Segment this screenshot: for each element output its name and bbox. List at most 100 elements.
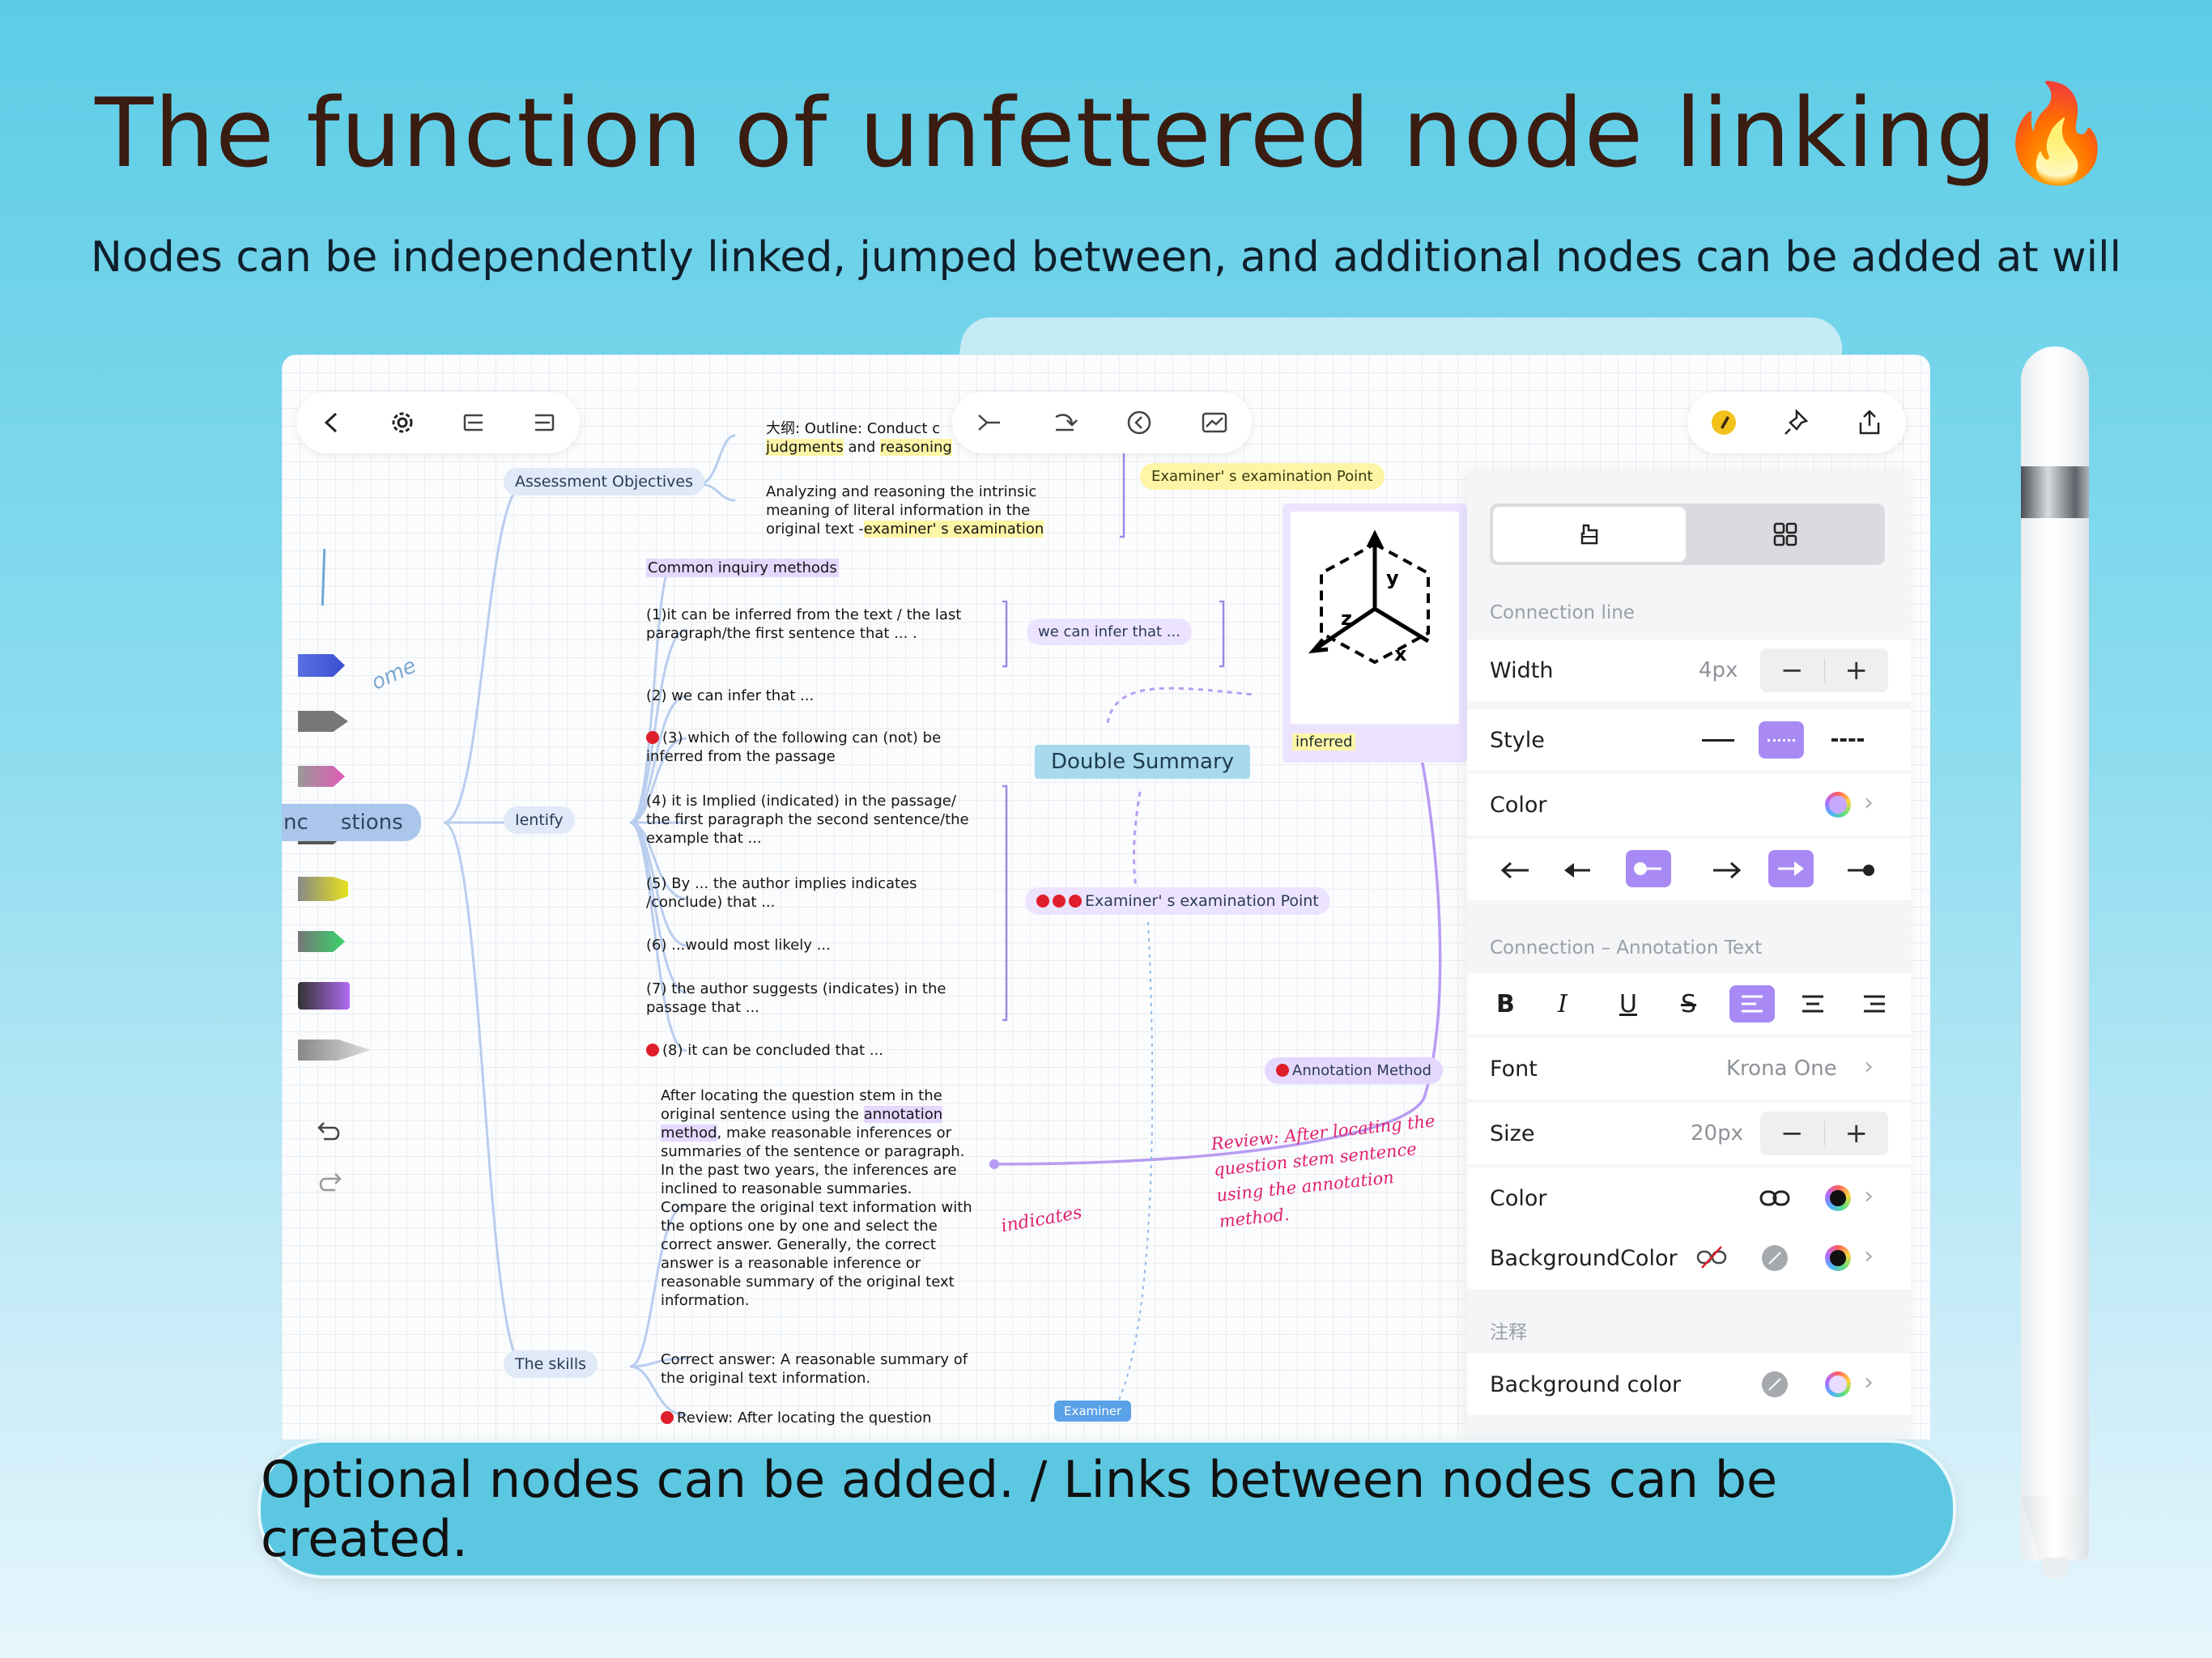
dashed-line-option[interactable] [1759,721,1804,759]
node-common-inquiry[interactable]: Common inquiry methods [646,559,839,577]
inquiry-item-7[interactable]: (7) the author suggests (indicates) in t… [646,980,946,1016]
plus-icon[interactable]: + [1844,1117,1869,1150]
style-label: Style [1490,727,1545,753]
pink-pen-tool[interactable] [298,766,345,787]
color-wheel-icon[interactable] [1825,1371,1851,1397]
inquiry-item-1[interactable]: (1)it can be inferred from the text / th… [646,606,962,642]
chevron-right-icon[interactable]: › [1864,789,1874,817]
yellow-highlighter-tool[interactable] [298,877,348,901]
node-link-icon[interactable] [961,394,1018,451]
image-chart-icon[interactable] [1186,394,1243,451]
row-width: Width 4px −+ [1467,640,1911,701]
arrow-left-solid-icon[interactable] [1561,858,1593,888]
minus-icon[interactable]: − [1780,654,1804,687]
back-icon[interactable] [304,394,360,451]
align-center-icon[interactable] [1801,994,1825,1019]
arrow-left-line-icon[interactable] [1499,858,1532,888]
inferred-label: inferred [1292,733,1356,750]
dotted-line-icon [1767,738,1795,742]
pencil-badge-icon[interactable] [1695,394,1752,451]
chevron-right-icon[interactable]: › [1864,1242,1874,1270]
arrow-right-solid-option[interactable] [1768,850,1814,887]
branch-lines [443,434,1442,1417]
node-assessment-objectives[interactable]: Assessment Objectives [504,468,705,495]
align-left-option[interactable] [1729,985,1775,1022]
correct-answer-text[interactable]: Correct answer: A reasonable summary of … [661,1351,968,1387]
review-line-text[interactable]: Review: After locating the question [661,1409,932,1427]
settings-icon[interactable] [374,394,431,451]
align-right-icon[interactable] [1862,994,1887,1019]
inquiry-item-2[interactable]: (2) we can infer that ... [646,687,815,704]
fineliner-tool[interactable] [298,711,348,732]
inquiry-item-8[interactable]: (8) it can be concluded that ... [646,1041,883,1060]
unlink-icon[interactable] [1695,1245,1728,1275]
node-double-summary[interactable]: Double Summary [1035,745,1251,779]
root-node-label-a: nc [283,810,308,835]
node-examiner-point-mid[interactable]: Examiner' s examination Point [1025,887,1330,915]
annotation-method-text: Annotation Method [1292,1062,1431,1079]
back-circle-icon[interactable] [1111,394,1168,451]
tab-style[interactable] [1493,507,1686,562]
dot-end-icon[interactable] [1844,858,1877,888]
long-dash-option[interactable] [1831,738,1864,742]
inquiry-item-6[interactable]: (6) ...would most likely ... [646,937,831,954]
node-identify[interactable]: Ientify [504,806,575,834]
eraser-tool[interactable] [298,982,350,1010]
solid-line-option[interactable] [1702,739,1734,742]
green-pen-tool[interactable] [298,931,345,952]
connection-settings-panel: Connection line Width 4px −+ Style Color… [1467,471,1911,1439]
canvas-redo-icon[interactable] [316,1171,343,1198]
chevron-right-icon[interactable]: › [1864,1182,1874,1210]
node-examiner-small[interactable]: Examiner [1054,1401,1132,1422]
node-examiner-point-top[interactable]: Examiner' s examination Point [1140,463,1385,490]
row-font[interactable]: Font Krona One › [1467,1038,1911,1099]
color-wheel-icon[interactable] [1825,1245,1851,1271]
skills-text[interactable]: After locating the question stem in the … [661,1086,978,1310]
undo-layout-icon[interactable] [445,394,502,451]
color-wheel-icon[interactable] [1825,792,1851,818]
bg-color-label: BackgroundColor [1490,1245,1678,1271]
chevron-right-icon[interactable]: › [1864,1368,1874,1397]
no-color-icon[interactable] [1762,1371,1788,1397]
blue-pen-tool[interactable] [298,654,345,677]
width-label: Width [1490,657,1554,683]
strikethrough-button[interactable]: S [1681,989,1697,1018]
width-stepper[interactable]: −+ [1760,648,1888,692]
dot-start-option[interactable] [1626,850,1671,887]
redo-layout-icon[interactable] [516,394,572,451]
node-annotation-method[interactable]: Annotation Method [1265,1057,1443,1084]
pin-icon[interactable] [1768,394,1825,451]
row-text-format: B I U S [1467,973,1911,1035]
note-bg-label: Background color [1490,1371,1682,1397]
underline-button[interactable]: U [1619,989,1637,1018]
no-color-icon[interactable] [1762,1245,1788,1271]
link-icon[interactable] [1759,1187,1791,1215]
inquiry-item-4[interactable]: (4) it is Implied (indicated) in the pas… [646,793,969,847]
ao-reasoning: reasoning [880,439,952,456]
node-we-can-infer[interactable]: we can infer that ... [1027,619,1192,645]
share-icon[interactable] [1841,394,1898,451]
italic-button[interactable]: I [1558,989,1568,1018]
ao-outline-text[interactable]: 大纲: Outline: Conduct c judgments and rea… [766,419,976,457]
lasso-tool[interactable] [298,1039,371,1061]
canvas-undo-icon[interactable] [316,1120,343,1147]
skills-text-b: , make reasonable inferences or summarie… [661,1124,972,1309]
size-stepper[interactable]: −+ [1760,1112,1888,1155]
red-dot-icon [646,1044,659,1056]
bold-button[interactable]: B [1496,989,1515,1018]
redo-branch-icon[interactable] [1036,394,1093,451]
minus-icon[interactable]: − [1780,1117,1804,1150]
node-inferred-image[interactable]: y z x inferred [1283,504,1467,763]
ao-analyzing-text[interactable]: Analyzing and reasoning the intrinsic me… [766,483,1082,538]
node-the-skills[interactable]: The skills [504,1350,598,1378]
arrow-right-line-icon[interactable] [1710,858,1742,888]
ao-and: and [843,439,881,456]
color-wheel-icon[interactable] [1825,1185,1851,1211]
axis-z-label: z [1341,607,1352,630]
inquiry-item-5[interactable]: (5) By ... the author implies indicates … [646,875,917,911]
chevron-right-icon[interactable]: › [1864,1052,1874,1081]
tab-layout[interactable] [1689,507,1882,562]
inquiry-item-3[interactable]: (3) which of the following can (not) be … [646,729,962,766]
plus-icon[interactable]: + [1844,654,1869,687]
